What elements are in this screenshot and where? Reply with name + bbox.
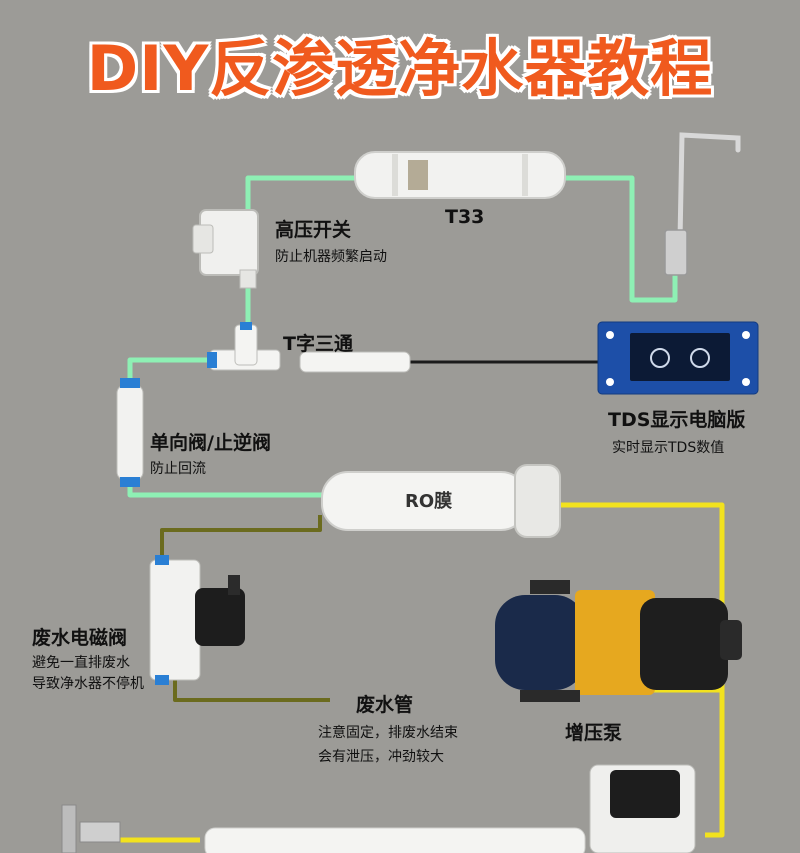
check-valve	[116, 378, 144, 487]
waste-solenoid-valve	[149, 555, 245, 685]
faucet	[664, 132, 741, 276]
ro-membrane	[321, 464, 561, 538]
tds-display-desc: 实时显示TDS数值	[612, 440, 725, 456]
t33-label: T33	[445, 206, 484, 228]
page-title: DIY反渗透净水器教程	[86, 32, 714, 105]
high-pressure-switch-desc: 防止机器频繁启动	[275, 249, 387, 265]
tds-display-label: TDS显示电脑版	[608, 409, 746, 431]
waste-valve-desc-line2: 导致净水器不停机	[32, 676, 144, 692]
waste-pipe-desc-line2: 会有泄压，冲劲较大	[318, 749, 444, 765]
check-valve-label: 单向阀/止逆阀	[150, 432, 271, 454]
waste-water-pipes	[160, 515, 330, 702]
tds-board	[597, 321, 759, 395]
high-pressure-switch-label: 高压开关	[275, 219, 352, 241]
ro-membrane-label: RO膜	[405, 490, 452, 512]
waste-pipe-label: 废水管	[356, 694, 414, 716]
check-valve-desc: 防止回流	[150, 461, 206, 477]
tee-label: T字三通	[283, 333, 353, 355]
bottom-prefilter	[204, 827, 586, 853]
high-pressure-switch	[192, 209, 259, 289]
tee-fitting	[207, 322, 411, 373]
bottom-solenoid-valve	[589, 764, 696, 853]
bottom-inlet-valve	[61, 804, 121, 853]
t33-filter	[354, 151, 566, 199]
booster-pump	[495, 580, 742, 702]
waste-pipe-desc-line1: 注意固定，排废水结束	[318, 725, 458, 741]
booster-pump-label: 增压泵	[565, 722, 623, 744]
waste-valve-desc-line1: 避免一直排废水	[32, 655, 130, 671]
waste-valve-label: 废水电磁阀	[32, 627, 128, 649]
